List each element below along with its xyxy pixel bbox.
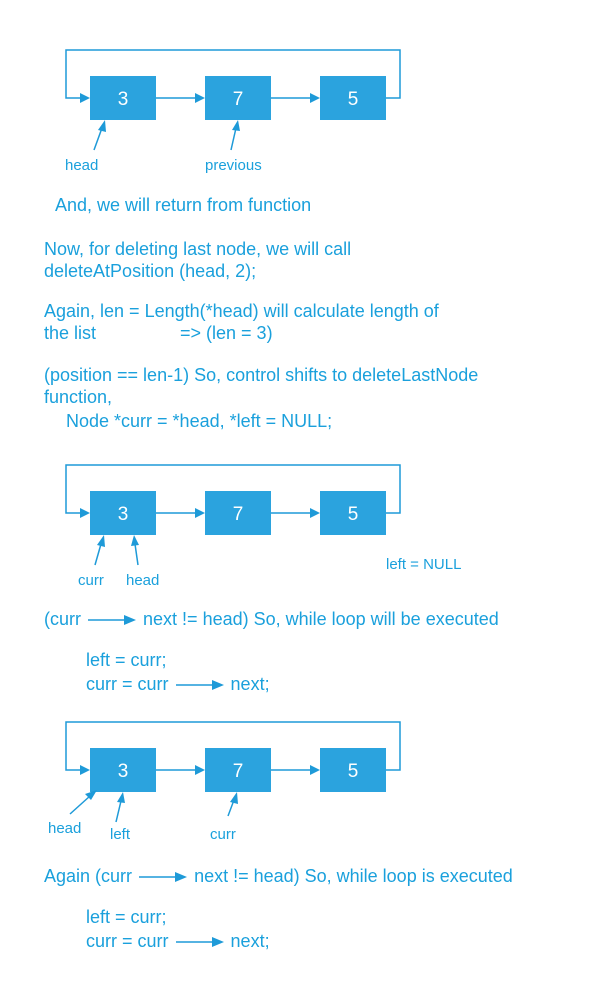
loop-2-statement-2-b: next; — [230, 931, 270, 951]
head-label: head — [48, 820, 82, 837]
node-value-3: 5 — [348, 761, 359, 782]
left-pointer-line — [115, 800, 122, 823]
loop-1-statement-2-a: curr = curr — [86, 674, 169, 694]
list-node-1 — [90, 491, 156, 535]
arrow-operator-icon — [175, 680, 224, 691]
arrow-operator-icon — [139, 872, 188, 883]
linked-list-diagram-2: 3 7 5 — [65, 464, 401, 566]
circular-link-arrowhead — [80, 765, 90, 775]
curr-pointer-line — [94, 543, 102, 566]
delete-last-text-1: Now, for deleting last node, we will cal… — [44, 239, 352, 259]
position-text-2: function, — [44, 387, 113, 407]
previous-label: previous — [205, 157, 262, 174]
length-text-1: Again, len = Length(*head) will calculat… — [44, 301, 439, 321]
previous-pointer-line — [230, 127, 237, 151]
curr-pointer-arrowhead — [97, 535, 105, 547]
head-pointer-arrowhead — [98, 120, 106, 132]
loop-condition-2-a: Again (curr — [44, 866, 133, 886]
node-value-2: 7 — [233, 504, 244, 525]
circular-link-line — [65, 49, 401, 99]
head-pointer-arrowhead — [131, 535, 139, 546]
head-label: head — [126, 572, 160, 589]
next-link-2-arrowhead — [310, 508, 320, 518]
head-pointer-line — [93, 127, 103, 151]
left-pointer-arrowhead — [117, 792, 125, 803]
node-value-1: 3 — [118, 761, 129, 782]
loop-condition-2-b: next != head) So, while loop is executed — [194, 866, 513, 886]
node-value-1: 3 — [118, 89, 129, 110]
head-pointer-line — [134, 543, 139, 566]
list-node-3 — [320, 76, 386, 120]
loop-2-statement-2-a: curr = curr — [86, 931, 169, 951]
circular-link-line — [65, 464, 401, 514]
node-value-3: 5 — [348, 89, 359, 110]
next-link-1-arrowhead — [195, 765, 205, 775]
node-value-3: 5 — [348, 504, 359, 525]
length-text-2a: the list — [44, 323, 97, 343]
linked-list-diagram-1: 3 7 5 — [65, 49, 401, 151]
delete-last-text-2: deleteAtPosition (head, 2); — [44, 261, 257, 281]
list-node-1 — [90, 748, 156, 792]
node-value-2: 7 — [233, 761, 244, 782]
curr-label: curr — [210, 826, 236, 843]
loop-1-statement-1: left = curr; — [86, 650, 167, 670]
head-pointer-arrowhead — [85, 790, 97, 800]
curr-label: curr — [78, 572, 104, 589]
loop-condition-1: (curr next != head) So, while loop will … — [44, 608, 499, 630]
left-label: left — [110, 826, 131, 843]
left-null-label: left = NULL — [386, 556, 462, 573]
arrow-operator-icon — [88, 615, 137, 626]
list-node-3 — [320, 491, 386, 535]
next-link-1-arrowhead — [195, 508, 205, 518]
previous-pointer-arrowhead — [232, 120, 240, 131]
node-value-2: 7 — [233, 89, 244, 110]
loop-2-statement-2: curr = curr next; — [86, 930, 270, 952]
head-label: head — [65, 157, 99, 174]
loop-1-statement-2-b: next; — [230, 674, 270, 694]
list-node-1 — [90, 76, 156, 120]
arrow-operator-icon — [175, 937, 224, 948]
loop-condition-2: Again (curr next != head) So, while loop… — [44, 865, 513, 887]
node-declaration-text: Node *curr = *head, *left = NULL; — [66, 411, 333, 431]
list-node-3 — [320, 748, 386, 792]
circular-link-line — [65, 721, 401, 771]
loop-1-statement-2: curr = curr next; — [86, 673, 270, 695]
next-link-1-arrowhead — [195, 93, 205, 103]
next-link-2-arrowhead — [310, 93, 320, 103]
next-link-2-arrowhead — [310, 765, 320, 775]
circular-link-arrowhead — [80, 508, 90, 518]
position-text-1: (position == len-1) So, control shifts t… — [44, 365, 479, 385]
return-text: And, we will return from function — [55, 195, 312, 215]
length-text-2b: => (len = 3) — [180, 323, 273, 343]
loop-2-statement-1: left = curr; — [86, 907, 167, 927]
loop-condition-1-a: (curr — [44, 609, 81, 629]
circular-link-arrowhead — [80, 93, 90, 103]
list-node-2 — [205, 491, 271, 535]
node-value-1: 3 — [118, 504, 129, 525]
curr-pointer-arrowhead — [230, 792, 238, 804]
list-node-2 — [205, 76, 271, 120]
linked-list-diagram-3: 3 7 5 — [65, 721, 401, 823]
list-node-2 — [205, 748, 271, 792]
loop-condition-1-b: next != head) So, while loop will be exe… — [143, 609, 499, 629]
head-pointer-line — [69, 795, 91, 815]
